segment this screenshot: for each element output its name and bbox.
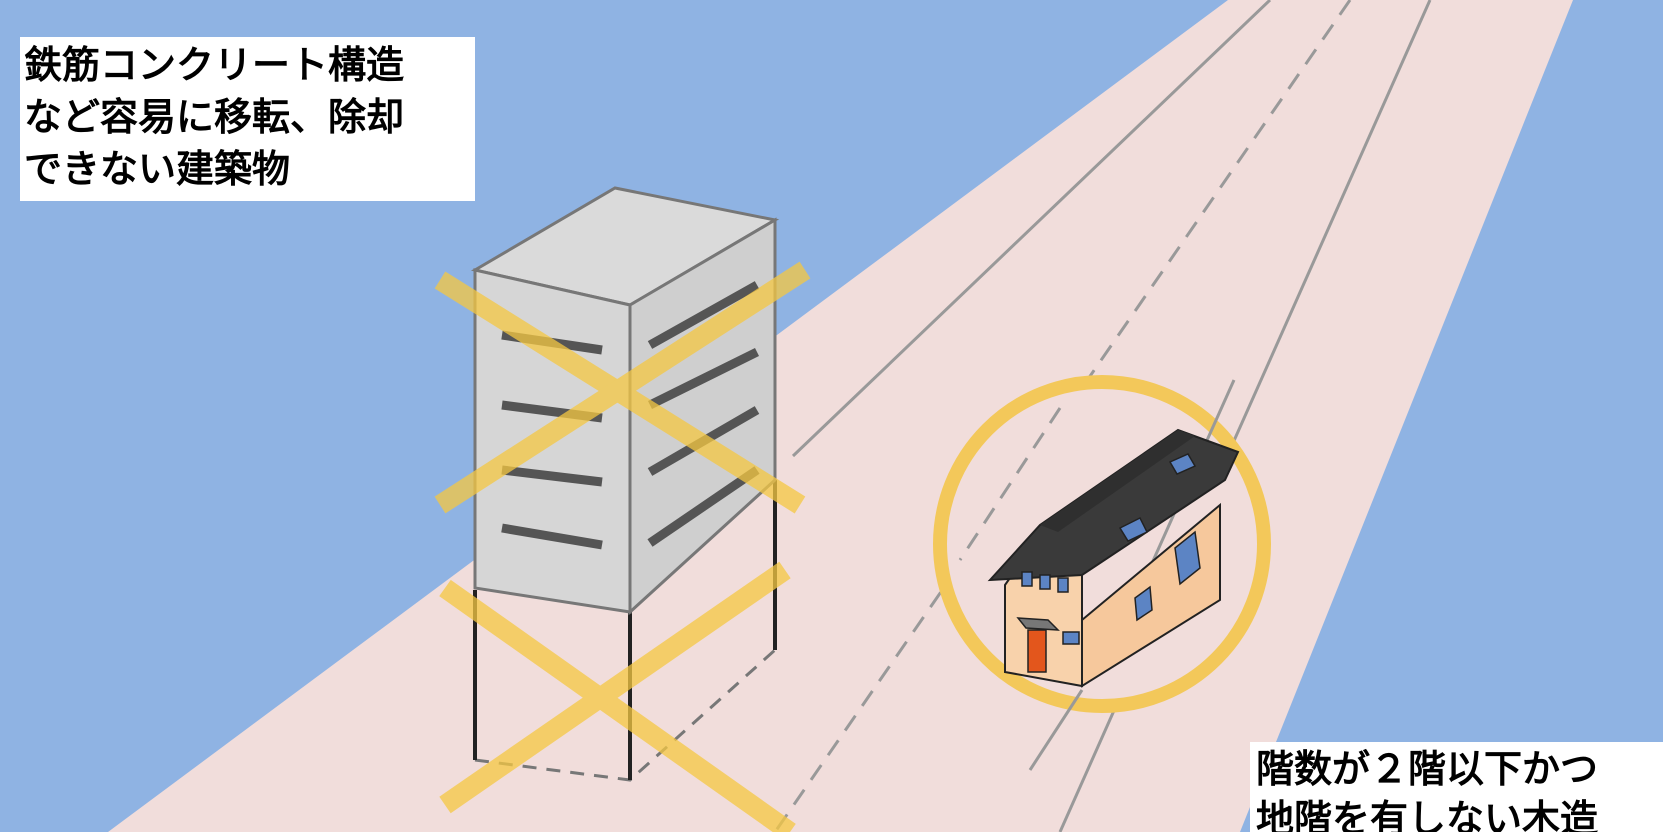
label-rc-building: 鉄筋コンクリート構造 など容易に移転、除却 できない建築物: [20, 37, 475, 201]
house-door-canopy: [1016, 617, 1060, 631]
house-side-window: [1174, 530, 1201, 586]
building-side-window: [647, 281, 760, 349]
house-front-window: [1021, 571, 1033, 587]
road-line-lower: [1028, 689, 1084, 771]
wooden-house: [987, 428, 1240, 688]
house-front-window-lower: [1062, 631, 1080, 645]
label-wooden-house-line: 地階を有しない木造: [1256, 797, 1599, 832]
building-side-window: [647, 466, 760, 547]
house-roof-window: [1168, 453, 1197, 475]
house-door: [1027, 629, 1047, 673]
house-front-window: [1057, 577, 1069, 593]
x-mark-upper: [434, 261, 811, 514]
road-line-left: [791, 0, 1272, 458]
road-center-dashed-over-circle: [958, 407, 1062, 561]
house-roof-window: [1118, 516, 1149, 542]
house-roof-ridge: [1040, 430, 1195, 532]
label-rc-building-line: など容易に移転、除却: [24, 95, 405, 139]
house-front-window: [1039, 574, 1051, 590]
house-side-window: [1134, 585, 1153, 622]
label-wooden-house-line: 階数が２階以下かつ: [1256, 747, 1599, 791]
building-front-window: [501, 523, 603, 550]
label-rc-building-line: できない建築物: [24, 147, 291, 191]
building-side-window: [648, 347, 759, 410]
building-front-window: [501, 465, 603, 487]
x-mark-lower: [439, 561, 796, 832]
road-center-dashed: [773, 0, 1352, 832]
label-rc-building-line: 鉄筋コンクリート構造: [24, 43, 405, 87]
label-wooden-house: 階数が２階以下かつ 地階を有しない木造: [1250, 742, 1663, 832]
